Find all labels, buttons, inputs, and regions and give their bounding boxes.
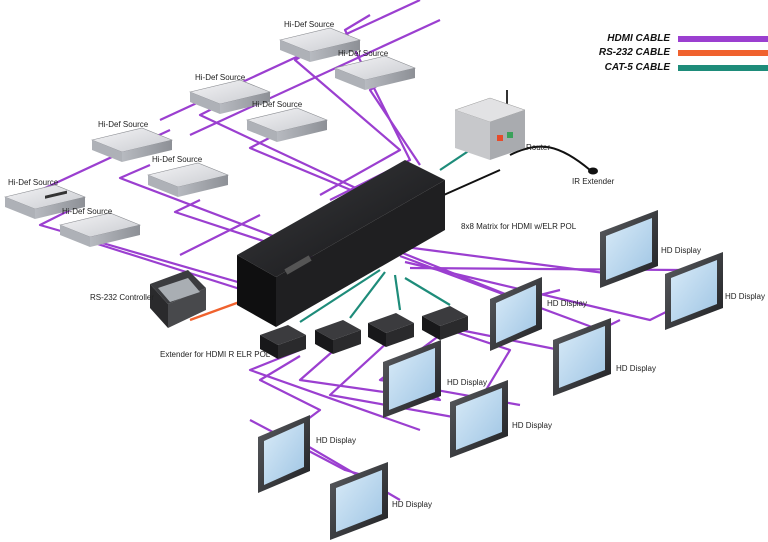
- hi-def-source: [147, 162, 229, 197]
- legend-row-rs232: RS-232 CABLE: [560, 47, 768, 58]
- extender: [422, 306, 468, 340]
- hdmi-cable: [118, 163, 311, 252]
- display-label: HD Display: [316, 436, 357, 445]
- cat5-cable: [439, 149, 471, 171]
- legend-swatch: [678, 35, 768, 42]
- hd-displays: [258, 210, 723, 540]
- source-label: Hi-Def Source: [8, 178, 59, 187]
- hi-def-source: [59, 212, 141, 247]
- legend-row-cat5: CAT-5 CABLE: [560, 62, 768, 73]
- ir-extender-label: IR Extender: [572, 177, 615, 186]
- hdmi-cable: [189, 19, 441, 136]
- display-label: HD Display: [616, 364, 657, 373]
- source-label: Hi-Def Source: [338, 49, 389, 58]
- hd-display: [665, 252, 723, 330]
- router-label: Router: [526, 143, 551, 152]
- hd-display: [553, 318, 611, 396]
- hi-def-source: [189, 79, 271, 114]
- cat5-cable: [404, 277, 451, 306]
- hdmi-cable: [389, 243, 621, 277]
- source-label: Hi-Def Source: [252, 100, 303, 109]
- cat5-cable: [393, 274, 402, 311]
- hi-def-source: [91, 127, 173, 162]
- legend-row-hdmi: HDMI CABLE: [560, 33, 768, 44]
- hdmi-cable: [38, 209, 301, 302]
- extender: [315, 320, 361, 354]
- matrix-label: 8x8 Matrix for HDMI w/ELR POL: [461, 222, 577, 231]
- source-label: Hi-Def Source: [152, 155, 203, 164]
- display-label: HD Display: [447, 378, 488, 387]
- hi-def-sources: [4, 27, 416, 247]
- hd-display: [490, 277, 542, 351]
- matrix-switch: [237, 160, 445, 327]
- hdmi-cable: [404, 260, 671, 322]
- source-label: Hi-Def Source: [98, 120, 149, 129]
- display-label: HD Display: [725, 292, 766, 301]
- extender: [260, 325, 306, 359]
- hdmi-cable: [179, 214, 261, 256]
- legend-label: CAT-5 CABLE: [604, 62, 670, 73]
- legend-label: HDMI CABLE: [607, 33, 670, 44]
- display-label: HD Display: [661, 246, 702, 255]
- hd-display: [600, 210, 658, 288]
- hd-display: [258, 415, 310, 493]
- legend-swatch: [678, 49, 768, 56]
- hi-def-source: [279, 27, 361, 62]
- hdmi-cable: [449, 328, 512, 401]
- hi-def-source: [246, 107, 328, 142]
- rs232-controller: [150, 270, 206, 328]
- hd-display: [450, 380, 508, 458]
- legend-swatch: [678, 64, 768, 71]
- extender: [368, 313, 414, 347]
- display-label: HD Display: [512, 421, 553, 430]
- hi-def-source: [334, 55, 416, 90]
- extenders: [260, 306, 468, 359]
- source-label: Hi-Def Source: [62, 207, 113, 216]
- legend-label: RS-232 CABLE: [598, 47, 670, 58]
- ir-extender: [588, 167, 598, 175]
- display-label: HD Display: [392, 500, 433, 509]
- display-label: HD Display: [547, 299, 588, 308]
- hi-def-source: [4, 184, 86, 219]
- router: [454, 90, 526, 160]
- controller-label: RS-232 Controller: [90, 293, 155, 302]
- rs232-cables: [189, 298, 246, 322]
- cat5-cables: [299, 149, 471, 323]
- hdmi-cable: [328, 339, 471, 422]
- cat5-cable: [349, 271, 386, 319]
- hdmi-cable: [248, 134, 371, 200]
- rs232-cable: [189, 298, 246, 322]
- source-label: Hi-Def Source: [195, 73, 246, 82]
- hd-display: [383, 340, 441, 418]
- source-label: Hi-Def Source: [284, 20, 335, 29]
- extender-label: Extender for HDMI R ELR POL: [160, 350, 271, 359]
- hdmi-cable: [368, 74, 421, 166]
- hd-display: [330, 462, 388, 540]
- cat5-cable: [299, 269, 381, 323]
